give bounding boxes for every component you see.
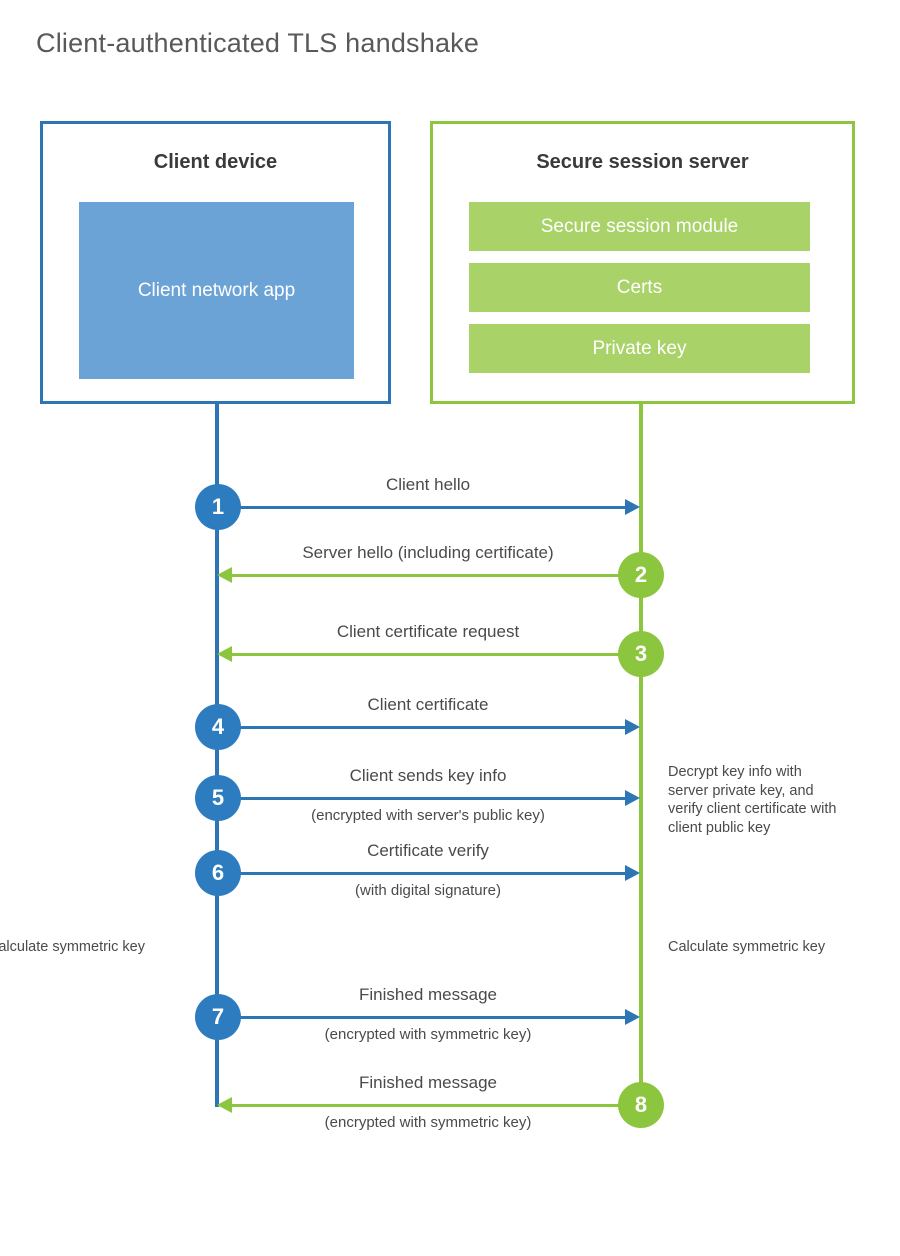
- arrowhead-right-icon: [625, 865, 640, 881]
- message-sublabel-8: (encrypted with symmetric key): [324, 1114, 532, 1131]
- secure-session-server-box: Secure session server Secure session mod…: [430, 121, 855, 404]
- message-label-7: Finished message: [359, 985, 497, 1004]
- server-component-secure-session-module: Secure session module: [469, 202, 810, 251]
- step-circle-8[interactable]: 8: [618, 1082, 664, 1128]
- client-device-box: Client device Client network app: [40, 121, 391, 404]
- message-sublabel-6: (with digital signature): [355, 882, 501, 899]
- message-label-8: Finished message: [359, 1073, 497, 1092]
- arrowhead-right-icon: [625, 790, 640, 806]
- message-shaft-2: [232, 574, 622, 577]
- step-circle-7[interactable]: 7: [195, 994, 241, 1040]
- secure-session-server-title: Secure session server: [536, 151, 749, 173]
- message-label-3: Client certificate request: [336, 622, 520, 641]
- arrowhead-right-icon: [625, 499, 640, 515]
- step-circle-4[interactable]: 4: [195, 704, 241, 750]
- client-network-app-block: Client network app: [79, 202, 354, 379]
- message-label-4: Client certificate: [367, 695, 489, 714]
- message-shaft-8: [232, 1104, 622, 1107]
- step-circle-6[interactable]: 6: [195, 850, 241, 896]
- message-sublabel-5: (encrypted with server's public key): [311, 807, 545, 824]
- message-label-2: Server hello (including certificate): [302, 543, 554, 562]
- server-calculate-symmetric-key-annotation: Calculate symmetric key: [668, 939, 826, 955]
- arrowhead-right-icon: [625, 1009, 640, 1025]
- step-circle-2[interactable]: 2: [618, 552, 664, 598]
- client-device-title: Client device: [153, 151, 278, 173]
- message-sublabel-7: (encrypted with symmetric key): [324, 1026, 532, 1043]
- message-shaft-6: [217, 872, 625, 875]
- arrowhead-right-icon: [625, 719, 640, 735]
- server-decrypt-annotation: Decrypt key info with server private key…: [668, 764, 837, 836]
- message-shaft-7: [217, 1016, 625, 1019]
- server-lifeline: [639, 404, 643, 1106]
- step-circle-1[interactable]: 1: [195, 484, 241, 530]
- message-label-5: Client sends key info: [349, 766, 507, 785]
- arrowhead-left-icon: [217, 1097, 232, 1113]
- server-component-list: Secure session module Certs Private key: [469, 202, 810, 373]
- client-calculate-symmetric-key-annotation: Calculate symmetric key: [0, 939, 145, 955]
- message-shaft-3: [232, 653, 622, 656]
- client-lifeline: [215, 404, 219, 1107]
- arrowhead-left-icon: [217, 567, 232, 583]
- message-shaft-4: [217, 726, 625, 729]
- step-circle-5[interactable]: 5: [195, 775, 241, 821]
- message-shaft-1: [217, 506, 625, 509]
- server-component-certs: Certs: [469, 263, 810, 312]
- step-circle-3[interactable]: 3: [618, 631, 664, 677]
- page-title: Client-authenticated TLS handshake: [36, 28, 480, 58]
- server-component-private-key: Private key: [469, 324, 810, 373]
- message-label-6: Certificate verify: [367, 841, 489, 860]
- arrowhead-left-icon: [217, 646, 232, 662]
- message-shaft-5: [217, 797, 625, 800]
- message-label-1: Client hello: [385, 475, 471, 494]
